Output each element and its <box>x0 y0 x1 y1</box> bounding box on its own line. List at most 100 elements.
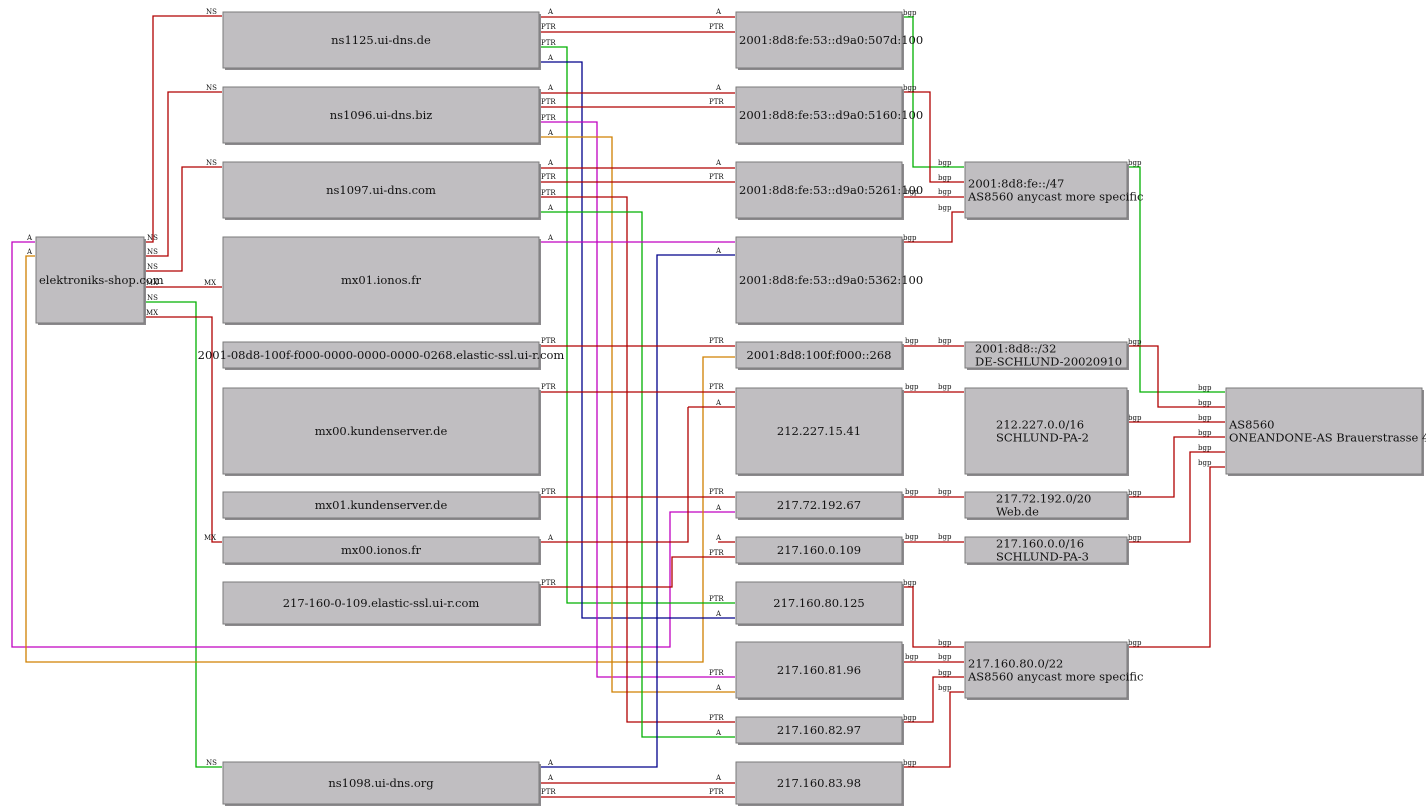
node-label: mx01.kundenserver.de <box>315 498 448 512</box>
node-box <box>735 86 903 144</box>
edge-label: A <box>715 159 722 167</box>
edge-2 <box>145 166 222 272</box>
node-label: SCHLUND-PA-2 <box>996 431 1089 445</box>
node-ip6_268: 2001:8d8:100f:f000::268 <box>735 341 904 370</box>
edge-label: PTR <box>709 383 724 391</box>
node-box <box>735 536 903 564</box>
node-label: 212.227.0.0/16 <box>996 418 1084 432</box>
node-box <box>735 716 903 744</box>
edge-label: bgp <box>938 188 952 196</box>
node-ip_21716082: 217.160.82.97 <box>735 716 904 745</box>
edge-label: PTR <box>541 579 556 587</box>
node-label: 2001:8d8:fe::/47 <box>968 177 1064 191</box>
node-label: ns1098.ui-dns.org <box>328 776 434 790</box>
node-box <box>735 641 903 699</box>
edge-0 <box>145 15 222 243</box>
edge-label: bgp <box>938 383 952 391</box>
edge-5 <box>145 316 222 543</box>
edge-label: bgp <box>938 204 952 212</box>
node-ip6_5160: 2001:8d8:fe:53::d9a0:5160:100 <box>735 86 923 145</box>
edge-label: NS <box>206 159 217 167</box>
edge-label: MX <box>204 534 216 542</box>
edge-label: NS <box>147 294 158 302</box>
node-label: 217.160.80.0/22 <box>968 657 1063 671</box>
node-mx01ks: mx01.kundenserver.de <box>222 491 541 520</box>
node-box <box>735 236 903 324</box>
edge-14 <box>540 121 735 678</box>
edge-label: MX <box>204 279 216 287</box>
edge-10 <box>540 46 735 604</box>
node-box <box>1225 387 1423 475</box>
node-box <box>964 536 1128 564</box>
edge-19 <box>540 211 735 738</box>
edge-label: A <box>715 8 722 16</box>
edge-43 <box>1128 166 1225 393</box>
node-label: 217.160.82.97 <box>777 723 861 737</box>
node-box <box>735 341 903 369</box>
edge-11 <box>540 61 735 619</box>
edge-label: A <box>547 54 554 62</box>
edge-20 <box>540 254 735 768</box>
edge-label: PTR <box>541 173 556 181</box>
edge-label: NS <box>206 8 217 16</box>
node-elastic6: 2001-08d8-100f-f000-0000-0000-0000-0268.… <box>198 341 564 370</box>
node-box <box>964 491 1128 519</box>
edge-label: bgp <box>1198 444 1212 452</box>
edge-label: A <box>715 729 722 737</box>
edge-7 <box>25 255 735 663</box>
node-box <box>964 387 1128 475</box>
edge-label: PTR <box>709 337 724 345</box>
node-box <box>735 491 903 519</box>
node-label: Web.de <box>996 505 1039 519</box>
edge-39 <box>903 586 964 648</box>
edge-label: bgp <box>905 488 919 496</box>
edge-label: PTR <box>709 669 724 677</box>
node-label: mx01.ionos.fr <box>341 273 421 287</box>
node-label: ONEANDONE-AS Brauerstrasse 48 <box>1229 431 1426 445</box>
edge-label: A <box>547 759 554 767</box>
edge-label: A <box>26 248 33 256</box>
edge-label: bgp <box>938 159 952 167</box>
node-ip_212: 212.227.15.41 <box>735 387 904 476</box>
edge-label: PTR <box>709 488 724 496</box>
node-label: 217.160.83.98 <box>777 776 861 790</box>
edge-label: PTR <box>541 98 556 106</box>
edge-label: A <box>715 774 722 782</box>
node-box <box>222 536 540 564</box>
node-mx00ks: mx00.kundenserver.de <box>222 387 541 476</box>
edge-1 <box>145 91 222 257</box>
node-label: 217.72.192.0/20 <box>996 492 1091 506</box>
edge-41 <box>903 676 964 723</box>
edge-label: PTR <box>709 549 724 557</box>
edge-label: PTR <box>541 488 556 496</box>
node-label: 217.160.81.96 <box>777 663 861 677</box>
node-box <box>964 341 1128 369</box>
edge-28 <box>540 407 689 543</box>
node-ns1098: ns1098.ui-dns.org <box>222 761 541 806</box>
node-ns1125: ns1125.ui-dns.de <box>222 11 541 70</box>
node-label: DE-SCHLUND-20020910 <box>975 355 1122 369</box>
edge-32 <box>903 91 964 183</box>
edge-6 <box>11 241 735 648</box>
node-ip6_5362: 2001:8d8:fe:53::d9a0:5362:100 <box>735 236 923 325</box>
node-label: 212.227.15.41 <box>777 424 861 438</box>
edge-label: PTR <box>709 23 724 31</box>
edge-label: NS <box>206 84 217 92</box>
edge-label: bgp <box>905 653 919 661</box>
edge-label: A <box>715 247 722 255</box>
edge-label: bgp <box>903 579 917 587</box>
edge-42 <box>903 691 964 768</box>
node-label: mx00.kundenserver.de <box>315 424 448 438</box>
edge-label: A <box>715 684 722 692</box>
node-label: ns1125.ui-dns.de <box>331 33 431 47</box>
node-label: 2001:8d8:fe:53::d9a0:507d:100 <box>739 33 923 47</box>
edge-label: bgp <box>1128 159 1142 167</box>
edge-4 <box>145 301 222 768</box>
node-box <box>735 387 903 475</box>
node-label: AS8560 anycast more specific <box>967 190 1143 204</box>
node-ip_2171600: 217.160.0.109 <box>735 536 904 565</box>
